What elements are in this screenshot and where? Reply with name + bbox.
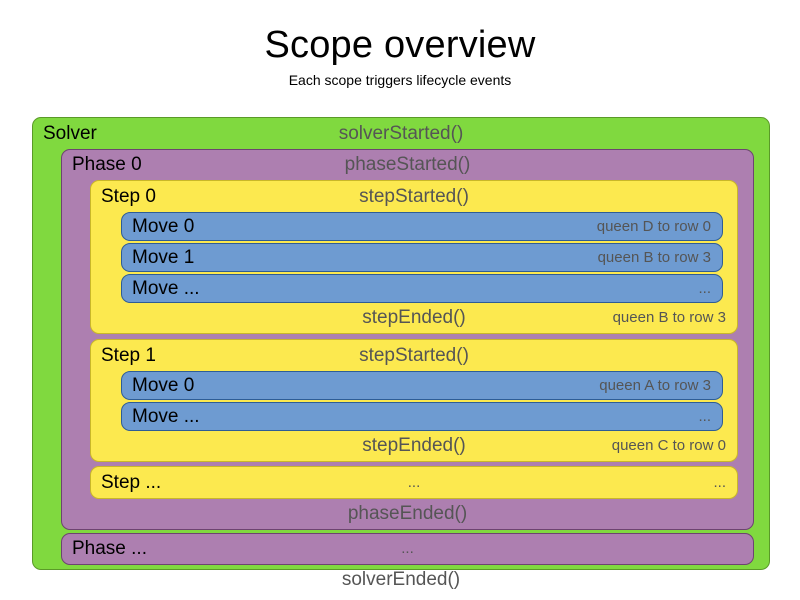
phase-ellipsis-row: Phase ... ...	[62, 534, 753, 564]
solver-header-row: Solver solverStarted()	[33, 118, 769, 149]
step-footer-row: stepEnded() queen B to row 3	[91, 303, 737, 333]
scope-overview-diagram: Solver solverStarted() Phase 0 phaseStar…	[32, 117, 770, 590]
step-label: Step 1	[101, 345, 156, 366]
step-ellipsis-row: Step ... ... ...	[91, 467, 737, 498]
move-detail: queen B to row 3	[597, 249, 711, 266]
phase-label: Phase 0	[72, 154, 142, 175]
move-label: Move ...	[132, 278, 200, 299]
step-scope[interactable]: Step 0 stepStarted() Move 0 queen D to r…	[90, 180, 738, 334]
phase-label: Phase ...	[72, 538, 147, 559]
move-scope[interactable]: Move 1 queen B to row 3	[121, 243, 723, 272]
phase-started-event: phaseStarted()	[344, 154, 471, 175]
title-block: Scope overview Each scope triggers lifec…	[0, 0, 800, 90]
move-detail: ...	[698, 280, 711, 297]
move-row: Move ... ...	[122, 275, 722, 302]
move-label: Move 0	[132, 216, 195, 237]
phase-ellipsis-center: ...	[401, 540, 414, 557]
step-ellipsis-right: ...	[713, 474, 726, 491]
step-started-event: stepStarted()	[359, 345, 469, 366]
step-started-event: stepStarted()	[359, 186, 469, 207]
solver-scope[interactable]: Solver solverStarted() Phase 0 phaseStar…	[32, 117, 770, 590]
step-scope-ellipsis[interactable]: Step ... ... ...	[90, 466, 738, 499]
move-scope-ellipsis[interactable]: Move ... ...	[121, 274, 723, 303]
move-row: Move 1 queen B to row 3	[122, 244, 722, 271]
move-row: Move 0 queen A to row 3	[122, 372, 722, 399]
step-header-row: Step 1 stepStarted()	[91, 340, 737, 371]
move-row: Move ... ...	[122, 403, 722, 430]
step-ellipsis-center: ...	[407, 474, 421, 491]
page-subtitle: Each scope triggers lifecycle events	[288, 72, 512, 88]
move-label: Move 0	[132, 375, 195, 396]
move-detail: queen D to row 0	[596, 218, 711, 235]
step-header-row: Step 0 stepStarted()	[91, 181, 737, 212]
phase-scope[interactable]: Phase 0 phaseStarted() Step 0 stepStarte…	[61, 149, 754, 530]
step-scope[interactable]: Step 1 stepStarted() Move 0 queen A to r…	[90, 339, 738, 462]
move-detail: ...	[698, 408, 711, 425]
step-ended-detail: queen B to row 3	[612, 309, 726, 326]
solver-ended-event: solverEnded()	[341, 569, 461, 590]
step-label: Step ...	[101, 472, 162, 493]
phase-ended-event: phaseEnded()	[347, 503, 468, 524]
phase-scope-ellipsis[interactable]: Phase ... ...	[61, 533, 754, 565]
move-row: Move 0 queen D to row 0	[122, 213, 722, 240]
solver-started-event: solverStarted()	[338, 123, 464, 144]
phase-footer-row: phaseEnded()	[62, 499, 753, 529]
step-label: Step 0	[101, 186, 156, 207]
move-label: Move ...	[132, 406, 200, 427]
move-scope[interactable]: Move 0 queen D to row 0	[121, 212, 723, 241]
step-ended-detail: queen C to row 0	[611, 437, 726, 454]
move-detail: queen A to row 3	[599, 377, 711, 394]
solver-footer-row: solverEnded()	[33, 565, 769, 595]
move-label: Move 1	[132, 247, 195, 268]
move-scope-ellipsis[interactable]: Move ... ...	[121, 402, 723, 431]
phase-header-row: Phase 0 phaseStarted()	[62, 150, 753, 180]
solver-label: Solver	[43, 123, 97, 144]
move-scope[interactable]: Move 0 queen A to row 3	[121, 371, 723, 400]
page-title: Scope overview	[264, 24, 536, 66]
step-footer-row: stepEnded() queen C to row 0	[91, 431, 737, 461]
